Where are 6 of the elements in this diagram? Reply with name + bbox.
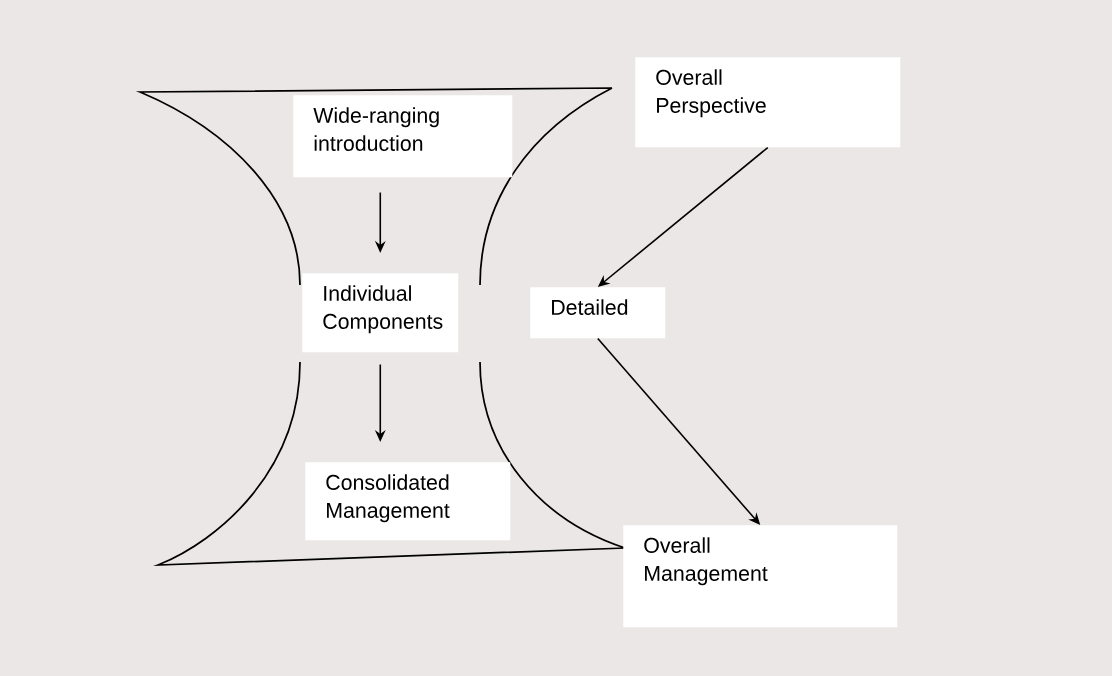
- text-box: Consolidated Management: [305, 462, 511, 541]
- text-box: Wide-ranging introduction: [293, 95, 513, 178]
- text-box: Individual Components: [302, 273, 459, 353]
- text-box: Detailed: [530, 287, 666, 339]
- text-box: Overall Management: [623, 525, 898, 628]
- text-box: Overall Perspective: [635, 57, 901, 148]
